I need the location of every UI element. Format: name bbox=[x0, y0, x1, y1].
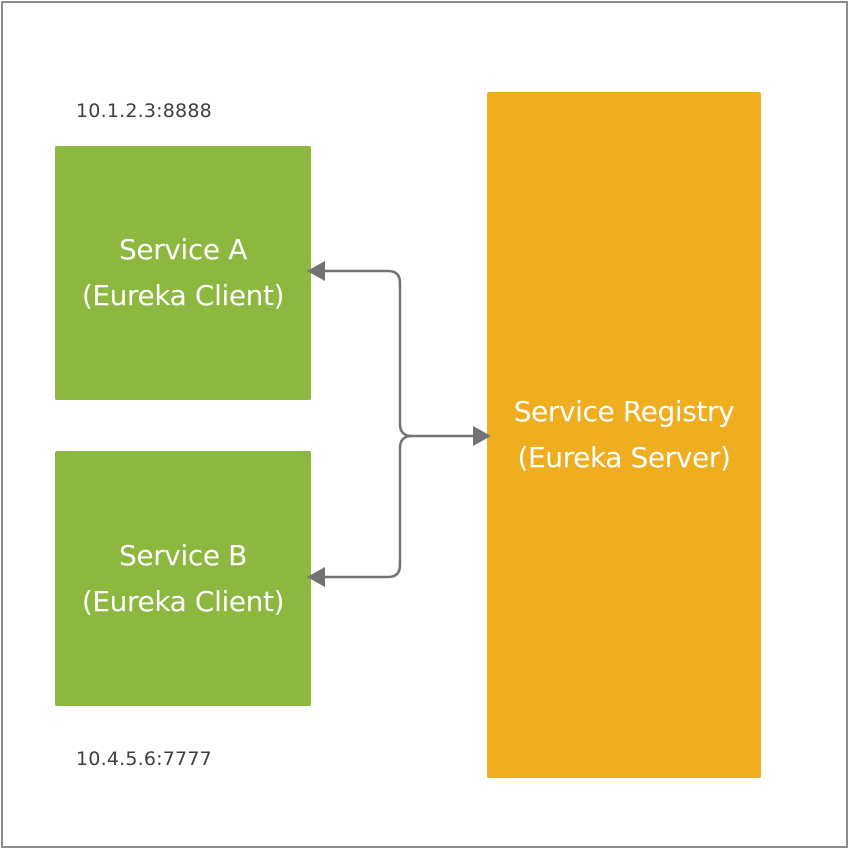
service-a-address: 10.1.2.3:8888 bbox=[76, 100, 212, 122]
service-a-node: Service A (Eureka Client) bbox=[55, 146, 311, 400]
service-b-title: Service B bbox=[119, 538, 247, 572]
service-b-subtitle: (Eureka Client) bbox=[81, 584, 285, 618]
service-b-address: 10.4.5.6:7777 bbox=[76, 748, 212, 770]
registry-subtitle: (Eureka Server) bbox=[517, 441, 731, 474]
service-a-title: Service A bbox=[119, 233, 247, 266]
registry-title: Service Registry bbox=[513, 395, 735, 428]
service-registry-node: Service Registry (Eureka Server) bbox=[487, 92, 761, 778]
service-a-subtitle: (Eureka Client) bbox=[81, 279, 285, 312]
service-b-node: Service B (Eureka Client) bbox=[55, 451, 311, 706]
